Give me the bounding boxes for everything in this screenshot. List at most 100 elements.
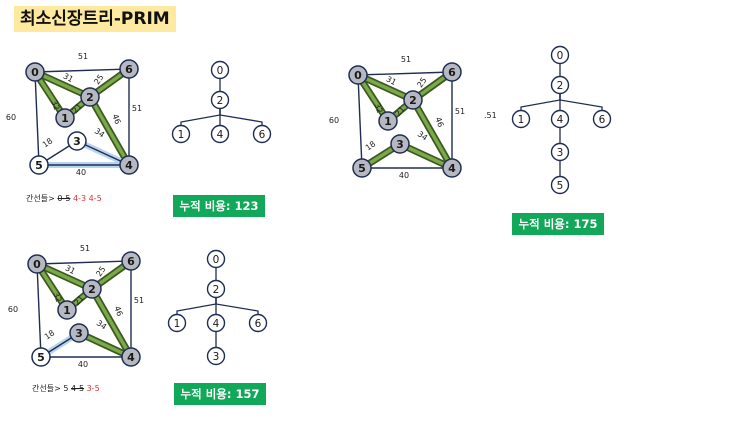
graph-node-label: 6 [448, 66, 456, 79]
graph-node [442, 158, 462, 178]
tree-edge-fill [90, 287, 133, 359]
graph-node-label: 2 [86, 91, 94, 104]
page-title: 최소신장트리-PRIM [14, 6, 176, 32]
tree-node [206, 313, 226, 333]
tree-node [210, 60, 230, 80]
edge-weight-label: 31 [62, 71, 75, 84]
graph-edge [357, 74, 363, 169]
graph-node [25, 62, 45, 82]
tree-node [592, 109, 612, 129]
edge-weight-label: 51 [401, 55, 411, 64]
tree-link [180, 109, 221, 125]
edge-weight-label: 31 [64, 263, 77, 276]
tree-link [559, 94, 603, 110]
tree-edge-fill [35, 262, 94, 291]
graph-node-label: 1 [63, 304, 71, 317]
tree-node-label: 6 [599, 114, 606, 126]
edge-item: 5 [63, 384, 69, 393]
graph-node [82, 279, 102, 299]
graph-node [442, 62, 462, 82]
tree-edge-fill [356, 73, 415, 102]
edge-item: 3-5 [86, 384, 100, 393]
tree-link [520, 94, 561, 110]
edge-weight-label: 51 [455, 107, 465, 116]
graph-node [55, 108, 75, 128]
tree-node [252, 124, 272, 144]
graph-node [27, 254, 47, 274]
edge-weight-label: 51 [80, 244, 90, 253]
tree-node-label: 1 [518, 114, 525, 126]
edge-item: 0-5 [57, 194, 71, 203]
graph-node [80, 87, 100, 107]
tree-node-label: 5 [557, 180, 564, 192]
edge-item: 4-3 [72, 194, 87, 203]
tree-node-label: 1 [174, 318, 181, 330]
stray-weight-label: .51 [484, 111, 497, 120]
graph-node [348, 65, 368, 85]
graph-node [390, 134, 410, 154]
tree-node-label: 6 [255, 318, 262, 330]
graph-node-label: 0 [33, 258, 41, 271]
graph-node-label: 6 [127, 255, 135, 268]
graph-edge [36, 260, 132, 265]
graph-node-label: 2 [88, 283, 96, 296]
tree-node-label: 0 [213, 254, 220, 266]
graph-node-label: 3 [75, 327, 83, 340]
edge-weight-label: 60 [329, 116, 339, 125]
graph-edge [34, 68, 130, 73]
tree-node-label: 0 [217, 65, 224, 77]
tree-node [206, 279, 226, 299]
graph-node [67, 131, 87, 151]
tree-node-label: 2 [557, 80, 564, 92]
cost-badge-panel-1: 누적 비용: 123 [173, 195, 265, 217]
tree-link [219, 109, 263, 125]
edge-weight-label: 51 [78, 52, 88, 61]
graph-node-label: 2 [409, 94, 417, 107]
graph-node-label: 5 [37, 351, 45, 364]
graph-node-label: 0 [354, 69, 362, 82]
graph-node [121, 347, 141, 367]
graph-node-label: 3 [73, 135, 81, 148]
tree-node [248, 313, 268, 333]
edge-weight-label: 40 [76, 168, 86, 177]
graph-node [57, 300, 77, 320]
tree-node-label: 1 [178, 129, 185, 141]
tree-node-label: 2 [213, 284, 220, 296]
graph-node [121, 251, 141, 271]
tree-node-label: 4 [557, 114, 564, 126]
edge-weight-label: 18 [43, 328, 57, 341]
graph-node [352, 158, 372, 178]
graph-node [31, 347, 51, 367]
edge-weight-label: 46 [433, 116, 445, 129]
graph-node [378, 111, 398, 131]
tree-node-label: 6 [259, 129, 266, 141]
tree-edge-fill [411, 98, 454, 170]
edge-weight-label: 40 [399, 171, 409, 180]
tree-node [167, 313, 187, 333]
tree-node [206, 346, 226, 366]
edge-weight-label: 51 [134, 296, 144, 305]
tree-node [550, 109, 570, 129]
tree-node [550, 175, 570, 195]
graph-node-label: 0 [31, 66, 39, 79]
edge-weight-label: 60 [8, 305, 18, 314]
tree-node [210, 124, 230, 144]
edge-weight-label: 18 [41, 136, 55, 149]
edge-item: 4-5 [88, 194, 102, 203]
graph-node-label: 5 [35, 159, 43, 172]
edge-weight-label: 51 [132, 104, 142, 113]
edge-list-panel-2: 간선들> 5 4-5 3-5 [32, 383, 100, 394]
tree-node-label: 2 [217, 95, 224, 107]
tree-node [511, 109, 531, 129]
edge-weight-label: 32 [372, 102, 384, 115]
graph-node [403, 90, 423, 110]
graph-edge [34, 71, 40, 166]
tree-node [210, 90, 230, 110]
